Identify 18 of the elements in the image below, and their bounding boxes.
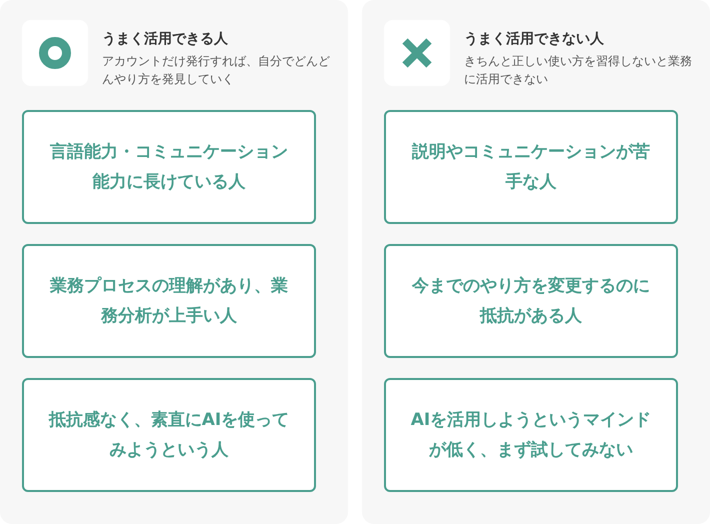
- panel-heading: うまく活用できない人: [464, 30, 604, 48]
- panel-background: [362, 0, 710, 524]
- trait-card: [384, 378, 678, 492]
- trait-card: [22, 110, 316, 224]
- panel-description: きちんと正しい使い方を習得しないと業務に活用できない: [464, 53, 693, 88]
- trait-card: [22, 378, 316, 492]
- trait-text: 言語能力・コミュニケーション能力に長けている人: [49, 141, 289, 194]
- trait-card: [384, 110, 678, 224]
- trait-text: 抵抗感なく、素直にAIを使ってみようという人: [48, 409, 290, 462]
- trait-card: [22, 244, 316, 358]
- trait-card: [384, 244, 678, 358]
- trait-text: 今までのやり方を変更するのに抵抗がある人: [410, 275, 651, 328]
- panel-background: [0, 0, 348, 524]
- trait-text: 説明やコミュニケーションが苦手な人: [410, 141, 651, 194]
- trait-text: AIを活用しようというマインドが低く、まず試してみない: [410, 409, 652, 462]
- panel-heading: うまく活用できる人: [102, 30, 228, 48]
- trait-text: 業務プロセスの理解があり、業務分析が上手い人: [49, 275, 289, 328]
- panel-description: アカウントだけ発行すれば、自分でどんどんやり方を発見していく: [102, 53, 331, 88]
